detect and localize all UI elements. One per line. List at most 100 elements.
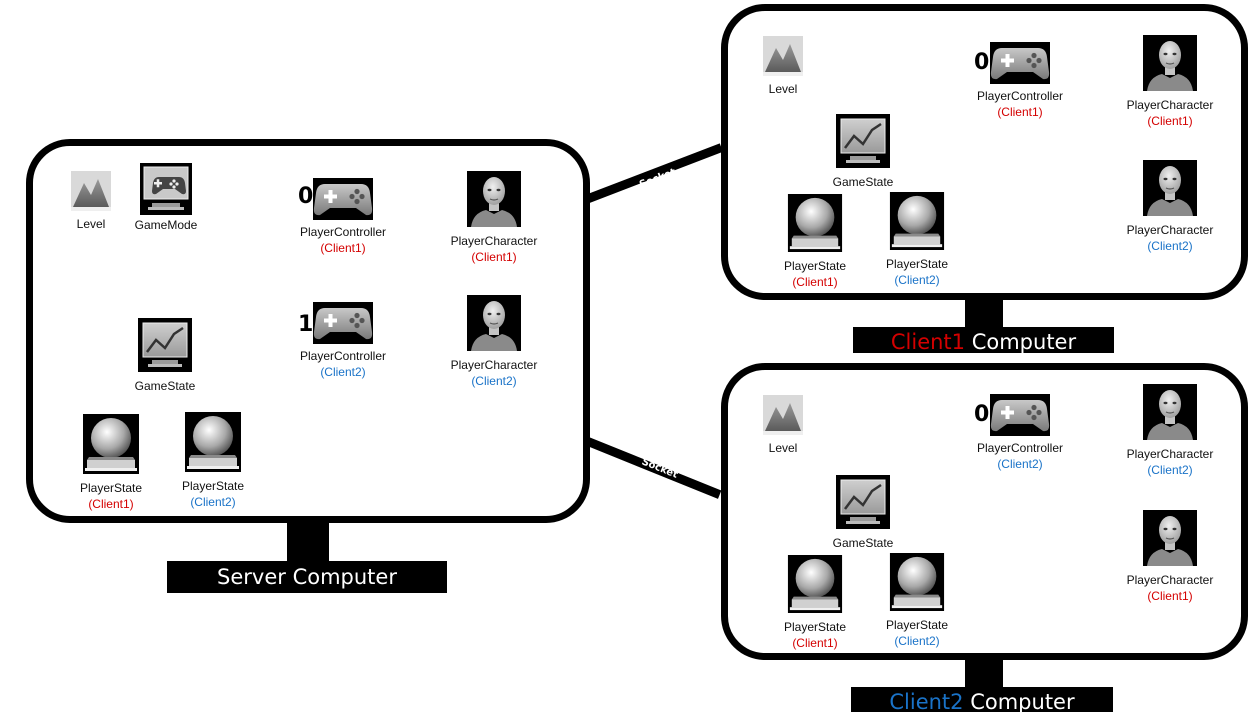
server-gamemode: GameMode: [128, 163, 204, 233]
gamestate-icon: [836, 114, 890, 168]
client1-pc-index: 0: [974, 50, 990, 75]
playerstate-label: PlayerState: [181, 479, 245, 493]
character-icon: [1143, 35, 1197, 91]
server-playercontroller-client2: PlayerController (Client2): [290, 302, 396, 380]
owner-client1: (Client1): [792, 275, 838, 289]
owner-client1: (Client1): [320, 241, 366, 255]
gamemode-label: GameMode: [134, 218, 198, 232]
server-playercontroller-client1: PlayerController (Client1): [290, 178, 396, 256]
gamepad-icon: [990, 42, 1050, 84]
client1-base-label: Client1 Computer: [853, 327, 1114, 354]
owner-client2: (Client2): [894, 634, 940, 648]
playercharacter-label: PlayerCharacter: [1126, 447, 1214, 461]
client2-stand: [965, 658, 1003, 688]
server-playerstate-client1: PlayerState (Client1): [76, 414, 146, 512]
gamestate-label: GameState: [832, 536, 894, 550]
client2-title-suffix: Computer: [963, 690, 1075, 714]
playercharacter-label: PlayerCharacter: [1126, 223, 1214, 237]
level-label: Level: [768, 82, 798, 96]
playerstate-label: PlayerState: [885, 618, 949, 632]
playercontroller-label: PlayerController: [976, 441, 1064, 455]
server-playercharacter-client1: PlayerCharacter (Client1): [444, 171, 544, 265]
playercontroller-label: PlayerController: [299, 349, 387, 363]
owner-client1: (Client1): [471, 250, 517, 264]
owner-client2: (Client2): [1147, 463, 1193, 477]
character-icon: [1143, 160, 1197, 216]
level-label: Level: [768, 441, 798, 455]
owner-client2: (Client2): [894, 273, 940, 287]
playerstate-icon: [787, 194, 843, 252]
owner-client1: (Client1): [88, 497, 134, 511]
owner-client2: (Client2): [997, 457, 1043, 471]
server-gamestate: GameState: [126, 318, 204, 394]
character-icon: [467, 171, 521, 227]
gamepad-icon: [990, 394, 1050, 436]
server-playerstate-client2: PlayerState (Client2): [178, 412, 248, 510]
socket-label-client2: Socket: [639, 456, 680, 481]
owner-client2: (Client2): [320, 365, 366, 379]
playercharacter-label: PlayerCharacter: [1126, 98, 1214, 112]
gamemode-icon: [140, 163, 192, 215]
client1-playerstate-client1: PlayerState (Client1): [780, 194, 850, 290]
server-pc1-index: 0: [298, 184, 314, 209]
owner-client2: (Client2): [190, 495, 236, 509]
client2-playerstate-client2: PlayerState (Client2): [882, 553, 952, 649]
playercharacter-label: PlayerCharacter: [1126, 573, 1214, 587]
playerstate-label: PlayerState: [79, 481, 143, 495]
server-playercharacter-client2: PlayerCharacter (Client2): [444, 295, 544, 389]
server-base-label: Server Computer: [167, 561, 447, 593]
playerstate-icon: [889, 192, 945, 250]
server-pc2-index: 1: [298, 312, 314, 337]
playercontroller-label: PlayerController: [299, 225, 387, 239]
playercharacter-label: PlayerCharacter: [450, 234, 538, 248]
playerstate-label: PlayerState: [885, 257, 949, 271]
owner-client1: (Client1): [1147, 114, 1193, 128]
character-icon: [1143, 384, 1197, 440]
playercharacter-label: PlayerCharacter: [450, 358, 538, 372]
owner-client2: (Client2): [471, 374, 517, 388]
playerstate-icon: [185, 412, 241, 472]
client2-gamestate: GameState: [824, 475, 902, 551]
gamepad-icon: [313, 302, 373, 344]
owner-client2: (Client2): [1147, 239, 1193, 253]
level-icon: [71, 170, 111, 212]
client1-title-suffix: Computer: [965, 330, 1077, 354]
owner-client1: (Client1): [1147, 589, 1193, 603]
client2-playerstate-client1: PlayerState (Client1): [780, 555, 850, 651]
client2-base-label: Client2 Computer: [851, 687, 1113, 714]
gamestate-label: GameState: [832, 175, 894, 189]
client1-playercharacter-client1: PlayerCharacter (Client1): [1120, 35, 1220, 129]
client2-playercharacter-client2: PlayerCharacter (Client2): [1120, 384, 1220, 478]
playerstate-label: PlayerState: [783, 620, 847, 634]
owner-client1: (Client1): [792, 636, 838, 650]
client2-name: Client2: [889, 690, 964, 714]
server-level: Level: [66, 170, 116, 232]
server-stand: [287, 521, 329, 563]
client1-stand: [965, 298, 1003, 330]
client1-level: Level: [758, 35, 808, 97]
gamepad-icon: [313, 178, 373, 220]
client1-playercharacter-client2: PlayerCharacter (Client2): [1120, 160, 1220, 254]
client2-pc-index: 0: [974, 402, 990, 427]
client1-playercontroller-client1: PlayerController (Client1): [967, 42, 1073, 120]
playerstate-label: PlayerState: [783, 259, 847, 273]
client2-level: Level: [758, 394, 808, 456]
playerstate-icon: [83, 414, 139, 474]
client1-gamestate: GameState: [824, 114, 902, 190]
client2-playercharacter-client1: PlayerCharacter (Client1): [1120, 510, 1220, 604]
level-icon: [763, 35, 803, 77]
playerstate-icon: [889, 553, 945, 611]
server-title: Server Computer: [217, 565, 397, 589]
level-icon: [763, 394, 803, 436]
gamestate-icon: [836, 475, 890, 529]
level-label: Level: [76, 217, 106, 231]
character-icon: [467, 295, 521, 351]
character-icon: [1143, 510, 1197, 566]
owner-client1: (Client1): [997, 105, 1043, 119]
gamestate-label: GameState: [134, 379, 196, 393]
client1-name: Client1: [890, 330, 966, 354]
client2-playercontroller-client2: PlayerController (Client2): [967, 394, 1073, 472]
playerstate-icon: [787, 555, 843, 613]
client1-playerstate-client2: PlayerState (Client2): [882, 192, 952, 288]
playercontroller-label: PlayerController: [976, 89, 1064, 103]
